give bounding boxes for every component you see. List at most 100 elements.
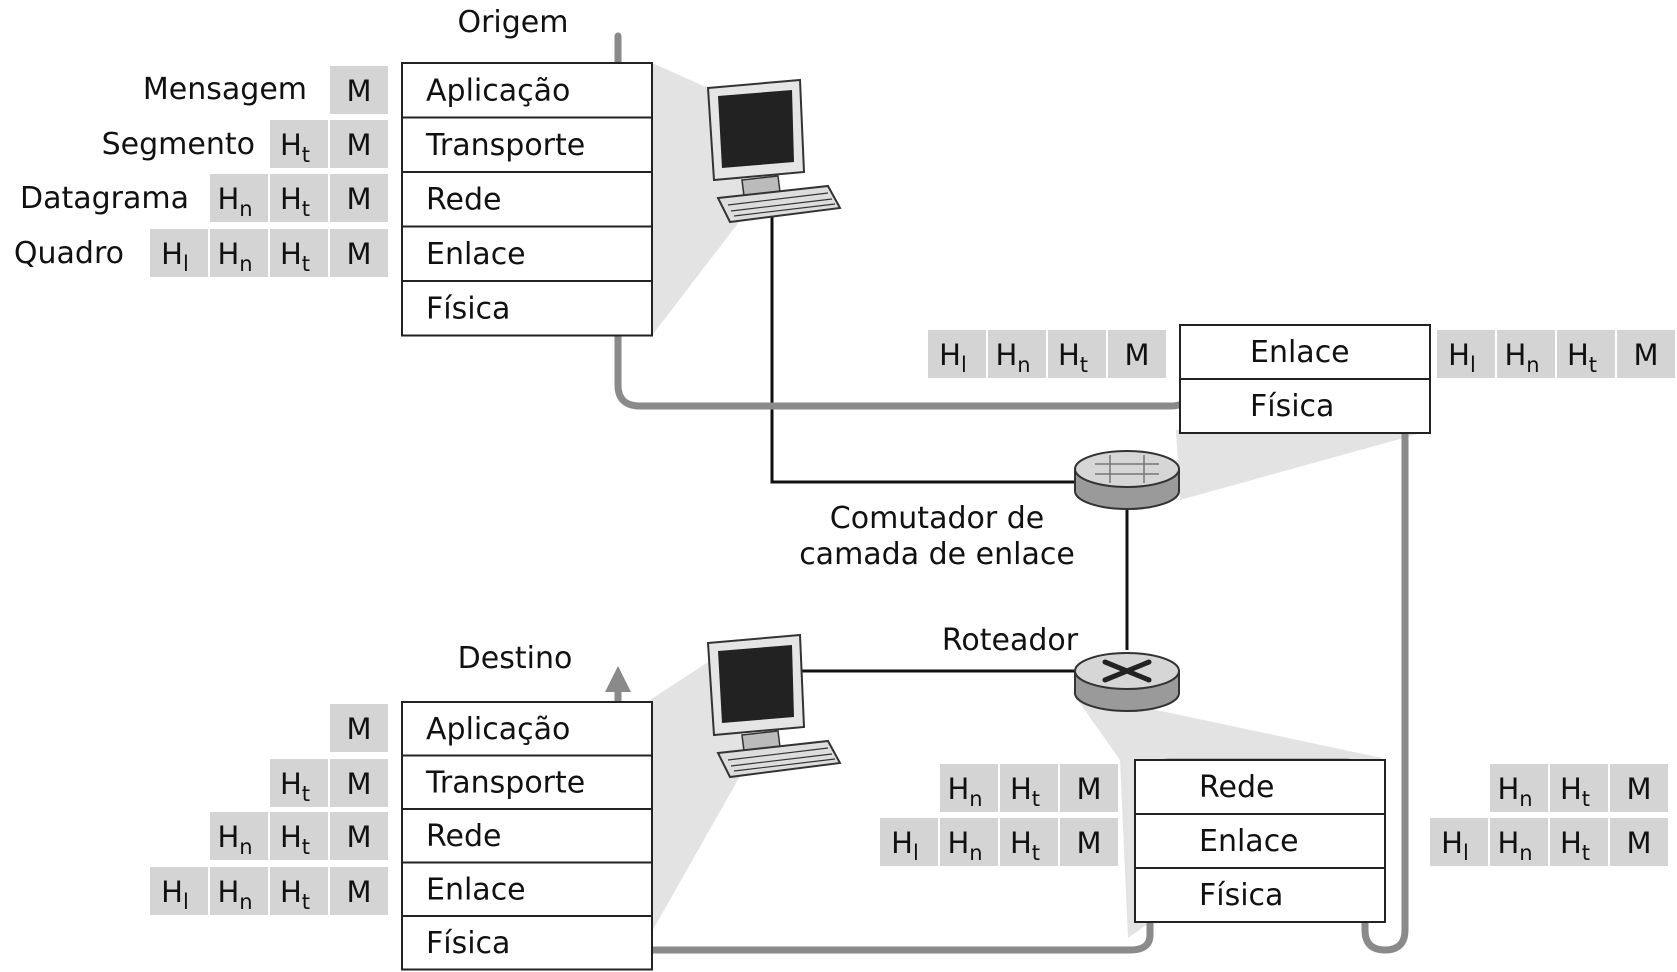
svg-text:Ht: Ht: [280, 767, 310, 806]
header-cell: Hl: [1430, 818, 1488, 866]
svg-text:M: M: [346, 74, 371, 108]
computer-icon: [706, 633, 842, 779]
message-cell: M: [330, 759, 388, 807]
svg-text:Ht: Ht: [1560, 826, 1590, 865]
header-cell: Ht: [270, 867, 328, 915]
protocol-stacks: AplicaçãoTransporteRedeEnlaceFísicaAplic…: [401, 62, 1431, 971]
header-cell: Ht: [270, 174, 328, 222]
svg-text:Ht: Ht: [1567, 338, 1597, 377]
header-cell: Hl: [880, 818, 938, 866]
router-label: Roteador: [942, 623, 1079, 658]
pdu-labels: Mensagem Segmento Datagrama Quadro: [14, 72, 307, 271]
svg-text:Hl: Hl: [891, 826, 919, 865]
svg-text:Ht: Ht: [1560, 772, 1590, 811]
layer-label: Enlace: [426, 872, 526, 907]
svg-text:Hn: Hn: [217, 237, 252, 276]
message-cell: M: [1610, 818, 1668, 866]
svg-text:Hn: Hn: [217, 820, 252, 859]
svg-text:Ht: Ht: [1010, 826, 1040, 865]
svg-text:Hn: Hn: [217, 875, 252, 914]
svg-text:Hn: Hn: [217, 182, 252, 221]
layer-label: Enlace: [1250, 335, 1350, 370]
link-source-to-switch: [770, 212, 1075, 484]
header-cell: Ht: [1550, 764, 1608, 812]
header-cell: Hl: [150, 229, 208, 277]
header-cell: Ht: [1000, 764, 1058, 812]
svg-text:Hn: Hn: [947, 826, 982, 865]
svg-text:M: M: [346, 182, 371, 216]
layer-label: Aplicação: [426, 73, 570, 108]
router-icon: [1074, 652, 1180, 712]
message-cell: M: [330, 174, 388, 222]
header-cell: Hn: [1490, 818, 1548, 866]
layer-label: Enlace: [1199, 824, 1299, 859]
header-cell: Hn: [988, 330, 1046, 378]
svg-text:M: M: [346, 712, 371, 746]
svg-text:M: M: [1076, 772, 1101, 806]
svg-text:Hl: Hl: [939, 338, 967, 377]
pdu-label-frame: Quadro: [14, 236, 124, 271]
svg-text:M: M: [346, 875, 371, 909]
message-cell: M: [1610, 764, 1668, 812]
layer-label: Transporte: [425, 128, 585, 163]
header-cell: Ht: [270, 229, 328, 277]
svg-text:Ht: Ht: [280, 182, 310, 221]
origin-title: Origem: [457, 5, 568, 40]
message-cell: M: [330, 229, 388, 277]
layer-label: Rede: [426, 182, 501, 217]
svg-text:Ht: Ht: [1010, 772, 1040, 811]
svg-text:Hn: Hn: [1497, 772, 1532, 811]
svg-text:M: M: [1633, 338, 1658, 372]
header-cell: Ht: [270, 812, 328, 860]
svg-text:M: M: [346, 820, 371, 854]
message-cell: M: [1060, 818, 1118, 866]
header-cell: Hn: [940, 764, 998, 812]
svg-text:M: M: [346, 767, 371, 801]
arrow-head: [605, 666, 631, 692]
message-cell: M: [330, 66, 388, 114]
header-cell: Ht: [1000, 818, 1058, 866]
header-cell: Ht: [1048, 330, 1106, 378]
svg-text:Hn: Hn: [995, 338, 1030, 377]
svg-text:Ht: Ht: [280, 128, 310, 167]
switch-icon: [1074, 450, 1180, 510]
switch-label-line1: Comutador de: [830, 501, 1044, 536]
layer-label: Transporte: [425, 765, 585, 800]
header-cell: Hn: [210, 867, 268, 915]
header-cell: Hl: [928, 330, 986, 378]
layer-label: Física: [426, 291, 510, 326]
header-cell: Hn: [210, 812, 268, 860]
layer-label: Aplicação: [426, 712, 570, 747]
header-cell: Hl: [1437, 330, 1495, 378]
message-cell: M: [330, 867, 388, 915]
computer-icon: [706, 78, 842, 224]
svg-text:M: M: [346, 237, 371, 271]
svg-text:M: M: [1626, 772, 1651, 806]
svg-text:Hl: Hl: [1448, 338, 1476, 377]
svg-text:M: M: [1124, 338, 1149, 372]
layer-label: Física: [426, 926, 510, 961]
layer-label: Rede: [426, 819, 501, 854]
message-cell: M: [1617, 330, 1675, 378]
message-cell: M: [330, 120, 388, 168]
header-cell: Ht: [1557, 330, 1615, 378]
header-cell: Hn: [210, 229, 268, 277]
svg-text:Ht: Ht: [280, 875, 310, 914]
message-cell: M: [1108, 330, 1166, 378]
header-cell: Ht: [1550, 818, 1608, 866]
layer-label: Física: [1199, 878, 1283, 913]
header-cell: Hn: [1497, 330, 1555, 378]
svg-text:Hn: Hn: [1504, 338, 1539, 377]
pdu-label-message: Mensagem: [143, 72, 307, 107]
network-links: [770, 212, 1129, 673]
pdu-label-segment: Segmento: [102, 127, 255, 162]
header-cell: Hn: [1490, 764, 1548, 812]
svg-text:Hl: Hl: [161, 237, 189, 276]
svg-text:Hl: Hl: [161, 875, 189, 914]
message-cell: M: [330, 812, 388, 860]
